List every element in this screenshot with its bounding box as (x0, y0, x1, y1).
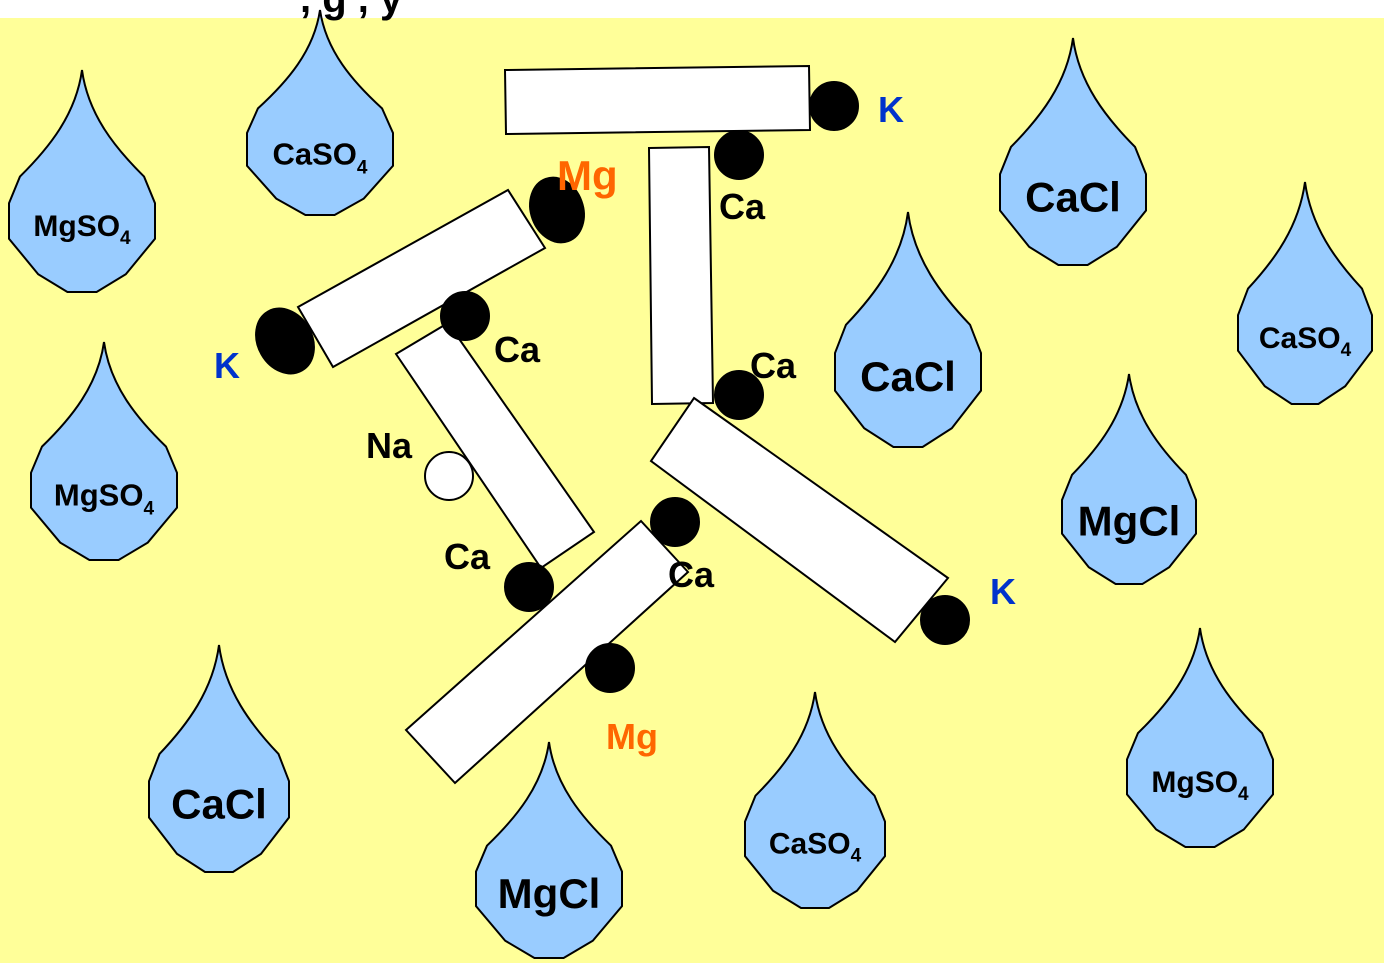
droplet-shape (1126, 627, 1274, 848)
droplet-label: MgCl (498, 870, 601, 917)
clay-particle (649, 396, 950, 644)
clay-particle (647, 145, 715, 406)
ion-mg: Mg (585, 643, 658, 757)
droplet-label: CaCl (1025, 174, 1121, 221)
droplet-mgso4: MgSO4 (1126, 627, 1274, 848)
clay-particle (296, 188, 547, 369)
droplet-mgso4: MgSO4 (30, 341, 178, 561)
droplet-label: MgSO4 (1151, 766, 1249, 805)
ion-dot (809, 81, 859, 131)
droplet-label: CaSO4 (769, 828, 862, 867)
droplet-mgcl: MgCl (475, 741, 623, 959)
ion-label: K (990, 571, 1016, 612)
cut-off-title: , g , y (300, 0, 403, 21)
ion-dot (585, 643, 635, 693)
droplet-label: MgSO4 (33, 210, 131, 249)
droplet-caso4: CaSO4 (246, 9, 394, 216)
droplet-shape (744, 691, 886, 909)
droplet-shape (30, 341, 178, 561)
ion-label: Mg (606, 716, 658, 757)
ion-label: K (214, 345, 240, 386)
clay-particles (296, 64, 950, 785)
droplet-shape (834, 211, 982, 448)
ion-ca: Ca (650, 497, 715, 595)
ion-label: Na (366, 425, 413, 466)
droplet-label: MgCl (1078, 498, 1181, 545)
ion-dot (714, 130, 764, 180)
ion-ca: Ca (440, 291, 541, 370)
ion-ca: Ca (444, 536, 554, 612)
ion-label: K (878, 89, 904, 130)
droplet-shape (475, 741, 623, 959)
ion-dot (920, 595, 970, 645)
droplet-shape (8, 69, 156, 293)
ion-dot (424, 451, 474, 501)
ion-label: Ca (668, 554, 715, 595)
ion-label: Ca (750, 345, 797, 386)
clay-particle (394, 321, 596, 570)
ion-mg: Mg (529, 152, 618, 244)
ion-label: Mg (557, 152, 618, 199)
ion-dot (714, 370, 764, 420)
clay-particle (503, 64, 812, 136)
ion-k: K (809, 81, 904, 131)
droplet-cacl: CaCl (834, 211, 982, 448)
ion-k: K (920, 571, 1016, 645)
ion-label: Ca (719, 186, 766, 227)
droplet-shape (1061, 373, 1197, 585)
ion-label: Ca (444, 536, 491, 577)
droplet-mgso4: MgSO4 (8, 69, 156, 293)
ion-dot (504, 562, 554, 612)
droplet-label: CaCl (860, 353, 956, 400)
droplet-label: CaSO4 (1259, 322, 1352, 361)
droplet-caso4: CaSO4 (744, 691, 886, 909)
ion-ca: Ca (714, 130, 766, 227)
droplet-cacl: CaCl (999, 37, 1147, 266)
ion-ca: Ca (714, 345, 797, 420)
droplet-shape (1237, 181, 1373, 405)
droplet-caso4: CaSO4 (1237, 181, 1373, 405)
droplet-shape (246, 9, 394, 216)
droplet-shape (148, 644, 290, 873)
droplet-mgcl: MgCl (1061, 373, 1197, 585)
ion-k: K (214, 307, 315, 386)
ion-dot (529, 176, 585, 244)
ion-dot (650, 497, 700, 547)
droplet-cacl: CaCl (148, 644, 290, 873)
clay-particle (404, 519, 690, 785)
droplet-label: CaSO4 (273, 136, 368, 178)
droplet-shape (999, 37, 1147, 266)
ion-dot (255, 307, 315, 375)
droplet-label: MgSO4 (54, 477, 155, 519)
ion-dot (440, 291, 490, 341)
ion-na: Na (366, 425, 474, 501)
ion-label: Ca (494, 329, 541, 370)
droplet-label: CaCl (171, 781, 267, 828)
